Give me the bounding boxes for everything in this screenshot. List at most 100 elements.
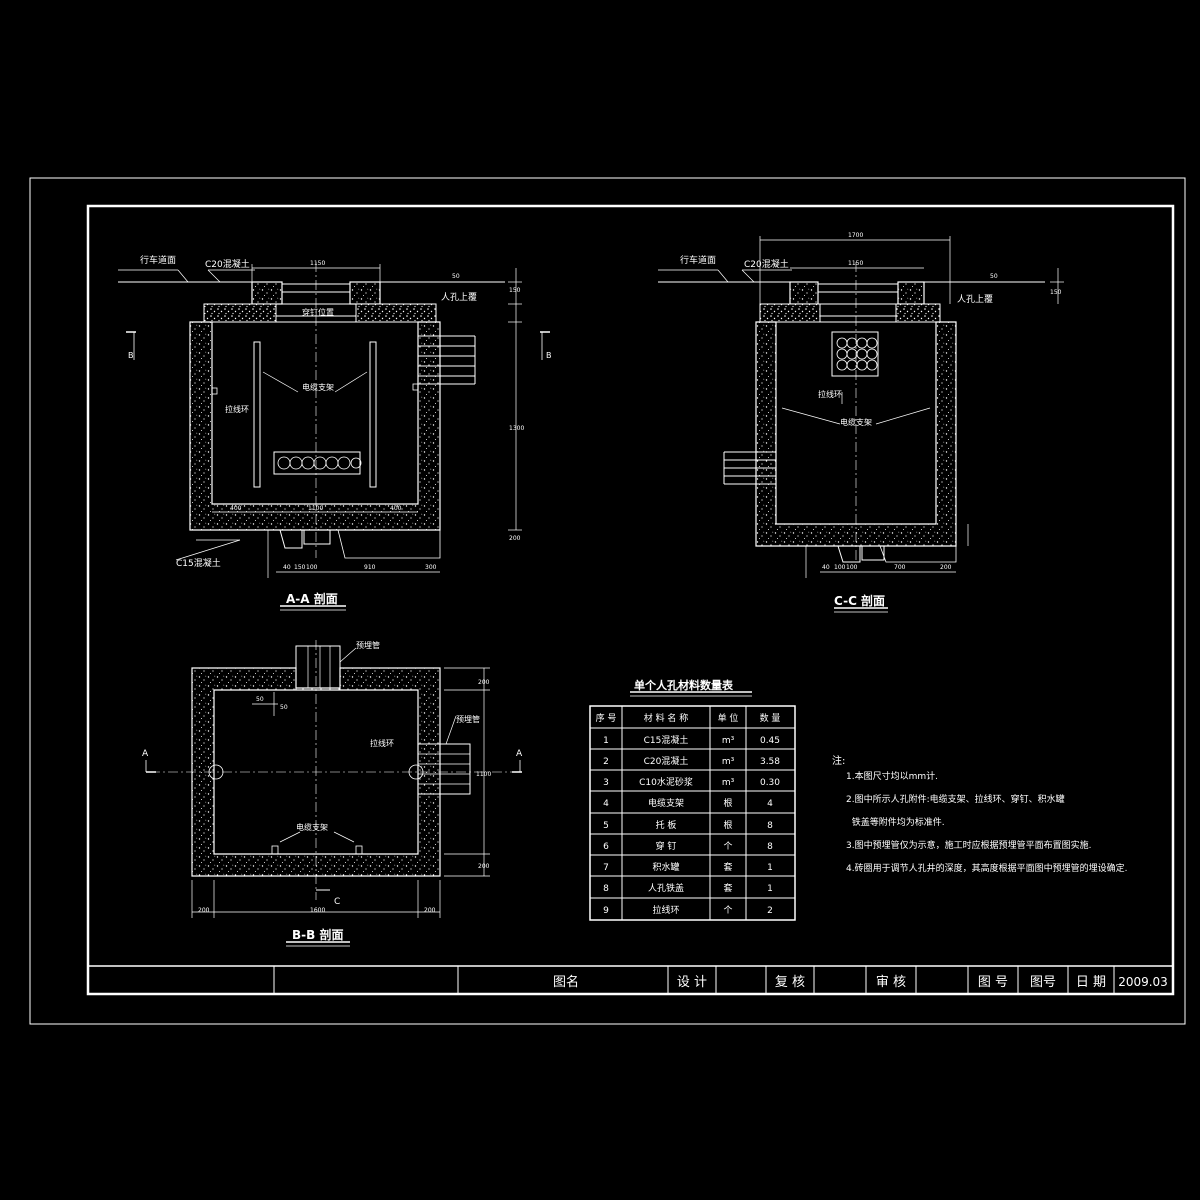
table-cell: 穿 钉 — [656, 840, 677, 852]
table-cell: 9 — [603, 906, 609, 916]
table-cell: 8 — [767, 842, 773, 852]
aa-ring-label: 拉线环 — [225, 404, 249, 414]
note-line: 4.砖圈用于调节人孔井的深度，其高度根据平面图中预埋管的埋设确定. — [846, 862, 1127, 874]
bb-title: B-B 剖面 — [292, 927, 343, 942]
pipe-circles-cc — [836, 337, 878, 371]
table-cell: 4 — [603, 799, 609, 809]
note-line: 铁盖等附件均为标准件. — [846, 816, 945, 828]
table-header-0: 序 号 — [596, 712, 617, 724]
aa-dim-bottom-e: 300 — [425, 564, 437, 571]
table-cell: C20混凝土 — [644, 755, 689, 767]
bb-dim-200l: 200 — [198, 907, 210, 914]
bb-ring-label: 拉线环 — [370, 738, 394, 748]
cc-c20-label: C20混凝土 — [744, 258, 789, 270]
table-cell: 3.58 — [760, 757, 780, 767]
table-cell: m³ — [722, 736, 735, 746]
bb-dim-right-top: 200 — [478, 679, 490, 686]
bb-mark-a-right: A — [516, 749, 523, 759]
title-date-value: 2009.03 — [1118, 975, 1168, 989]
table-cell: 拉线环 — [652, 904, 679, 916]
title-design-label: 设 计 — [677, 975, 707, 990]
material-table — [589, 691, 796, 921]
title-block — [88, 965, 1173, 994]
notes-heading: 注: — [832, 754, 845, 767]
table-cell: m³ — [722, 778, 735, 788]
bb-pipe-label-right: 预埋管 — [456, 714, 480, 724]
section-bb — [145, 640, 522, 947]
cc-dim-bottom-a: 40 — [822, 564, 830, 571]
outer-frame — [29, 177, 1186, 1025]
table-cell: 1 — [767, 863, 773, 873]
title-drawing-no-label: 图 号 — [978, 975, 1008, 990]
aa-dim-top: 1150 — [310, 260, 325, 267]
side-pipes-cc — [723, 451, 776, 485]
table-cell: 2 — [767, 906, 773, 916]
table-cell: C15混凝土 — [644, 734, 689, 746]
cc-dim-top: 1150 — [848, 260, 863, 267]
cc-ring-label: 拉线环 — [818, 389, 842, 399]
table-header-3: 数 量 — [760, 712, 781, 724]
note-line: 1.本图尺寸均以mm计. — [846, 770, 938, 782]
aa-dim-400a: 400 — [230, 505, 242, 512]
aa-dim-50: 50 — [452, 273, 460, 280]
aa-dim-150: 150 — [509, 287, 521, 294]
title-review-label: 复 核 — [775, 975, 805, 990]
cc-title: C-C 剖面 — [834, 593, 885, 608]
table-cell: 0.30 — [760, 778, 780, 788]
table-header-1: 材 料 名 称 — [644, 712, 689, 724]
side-pipes-aa — [418, 335, 476, 385]
cc-manhole-top-label: 人孔上覆 — [957, 294, 993, 305]
aa-dim-bottom-d: 910 — [364, 564, 376, 571]
cc-road-label: 行车道面 — [680, 254, 716, 266]
cc-dim-bottom-c: 100 — [846, 564, 858, 571]
table-cell: 1 — [767, 884, 773, 894]
title-date-label: 日 期 — [1076, 975, 1106, 990]
cc-dim-150: 150 — [1050, 289, 1062, 296]
pipe-circles-aa — [277, 456, 362, 470]
aa-c20-label: C20混凝土 — [205, 258, 250, 270]
aa-c15-label: C15混凝土 — [176, 557, 221, 569]
title-drawing-no-value: 图号 — [1030, 975, 1056, 990]
note-line: 3.图中预埋管仅为示意，施工时应根据预埋管平面布置图实施. — [846, 839, 1091, 851]
aa-dim-height: 1300 — [509, 425, 524, 432]
bb-mark-c: C — [334, 897, 340, 907]
bb-dim-small-b: 50 — [280, 704, 288, 711]
table-cell: 1 — [603, 736, 609, 746]
table-cell: 根 — [723, 819, 732, 831]
table-cell: 托 板 — [656, 819, 677, 831]
aa-bracket-label: 电缆支架 — [302, 382, 334, 392]
table-cell: 积水罐 — [652, 861, 679, 873]
cc-dim-top-outer: 1700 — [848, 232, 863, 239]
bb-dim-200r: 200 — [424, 907, 436, 914]
cc-dim-bottom-d: 700 — [894, 564, 906, 571]
bb-mark-a-left: A — [142, 749, 149, 759]
aa-nail-label: 穿钉位置 — [302, 307, 334, 317]
cc-dim-50: 50 — [990, 273, 998, 280]
cc-dim-bottom-e: 200 — [940, 564, 952, 571]
table-title: 单个人孔材料数量表 — [634, 678, 734, 692]
table-cell: 人孔铁盖 — [648, 882, 684, 894]
table-cell: m³ — [722, 757, 735, 767]
aa-title: A-A 剖面 — [286, 591, 338, 606]
note-line: 2.图中所示人孔附件:电缆支架、拉线环、穿钉、积水罐 — [846, 793, 1065, 805]
bb-dim-small-a: 50 — [256, 696, 264, 703]
table-cell: 8 — [603, 884, 609, 894]
table-cell: 套 — [723, 861, 732, 873]
bb-pipe-label-top: 预埋管 — [356, 640, 380, 650]
table-cell: 个 — [723, 841, 732, 852]
aa-dim-inner: 1100 — [308, 505, 323, 512]
table-cell: 个 — [723, 905, 732, 916]
section-aa — [118, 262, 550, 611]
bb-dim-1600: 1600 — [310, 907, 325, 914]
inner-frame — [86, 204, 1175, 996]
cc-dim-bottom-b: 100 — [834, 564, 846, 571]
aa-dim-bottom-a: 40 — [283, 564, 291, 571]
bb-dim-right-bot: 200 — [478, 863, 490, 870]
aa-dim-400b: 400 — [390, 505, 402, 512]
aa-dim-200: 200 — [509, 535, 521, 542]
table-cell: C10水泥砂浆 — [639, 776, 693, 788]
table-cell: 2 — [603, 757, 609, 767]
aa-dim-bottom-b: 150 — [294, 564, 306, 571]
table-cell: 8 — [767, 821, 773, 831]
bb-bracket-label: 电缆支架 — [296, 822, 328, 832]
